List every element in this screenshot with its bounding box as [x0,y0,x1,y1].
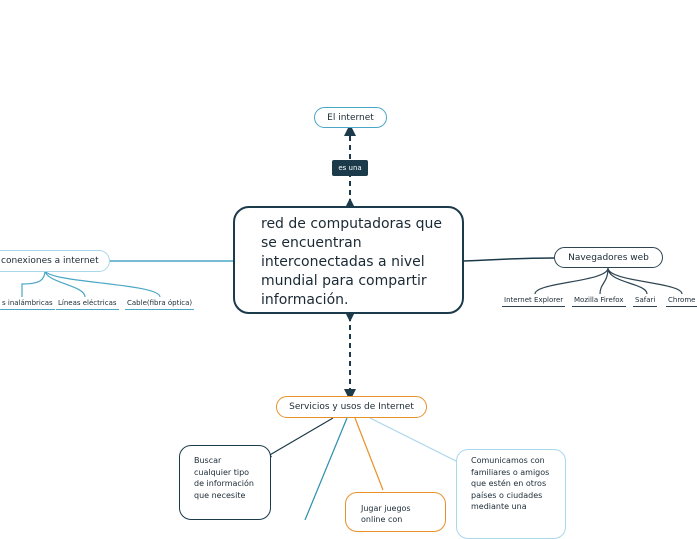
node-jugar[interactable]: Jugar juegos online con [345,492,446,532]
link-bottom-games [354,417,384,491]
link-central-right [463,257,555,262]
leaf-lineas-electricas-label: Líneas eléctricas [58,299,117,307]
node-servicios[interactable]: Servicios y usos de Internet [276,396,427,418]
node-conexiones[interactable]: conexiones a internet [0,250,110,272]
node-conexiones-label: conexiones a internet [1,256,99,266]
leaf-inalambricas[interactable]: s inalámbricas [0,300,55,310]
leaf-internet-explorer-label: Internet Explorer [504,296,564,304]
leaf-chrome[interactable]: Chrome [666,297,697,307]
node-comunicamos[interactable]: Comunicamos con familiares o amigos que … [456,449,566,539]
connector-lines [21,124,683,520]
leaf-mozilla-firefox[interactable]: Mozilla Firefox [572,297,626,307]
node-buscar-text: Buscar cualquier tipo de información que… [194,456,254,500]
node-el-internet-label: El internet [327,112,374,123]
leaf-mozilla-firefox-label: Mozilla Firefox [574,296,624,304]
node-comunicamos-text: Comunicamos con familiares o amigos que … [471,456,550,511]
central-topic[interactable]: red de computadoras que se encuentran in… [233,206,464,314]
link-label-text: es una [338,164,362,172]
node-buscar[interactable]: Buscar cualquier tipo de información que… [179,445,271,520]
leaf-safari-label: Safari [635,296,656,304]
node-navegadores-label: Navegadores web [568,252,649,263]
leaf-cable-fibra[interactable]: Cable(fibra óptica) [125,299,195,310]
link-bottom-search [265,417,334,458]
node-el-internet[interactable]: El internet [314,107,387,128]
leaf-chrome-label: Chrome [668,296,696,304]
link-left-children [21,269,161,298]
node-jugar-text: Jugar juegos online con [361,504,411,524]
leaf-safari[interactable]: Safari [633,296,658,307]
central-topic-text: red de computadoras que se encuentran in… [261,216,442,308]
leaf-lineas-electricas[interactable]: Líneas eléctricas [56,300,119,310]
node-navegadores[interactable]: Navegadores web [554,247,663,268]
node-servicios-label: Servicios y usos de Internet [289,402,414,412]
link-label-es-una: es una [332,160,368,176]
link-bottom-comm [369,417,459,463]
leaf-inalambricas-label: s inalámbricas [2,299,53,307]
link-right-children [534,267,683,295]
leaf-cable-fibra-label: Cable(fibra óptica) [127,299,193,307]
link-bottom-teal [304,417,348,520]
leaf-internet-explorer[interactable]: Internet Explorer [502,296,566,307]
